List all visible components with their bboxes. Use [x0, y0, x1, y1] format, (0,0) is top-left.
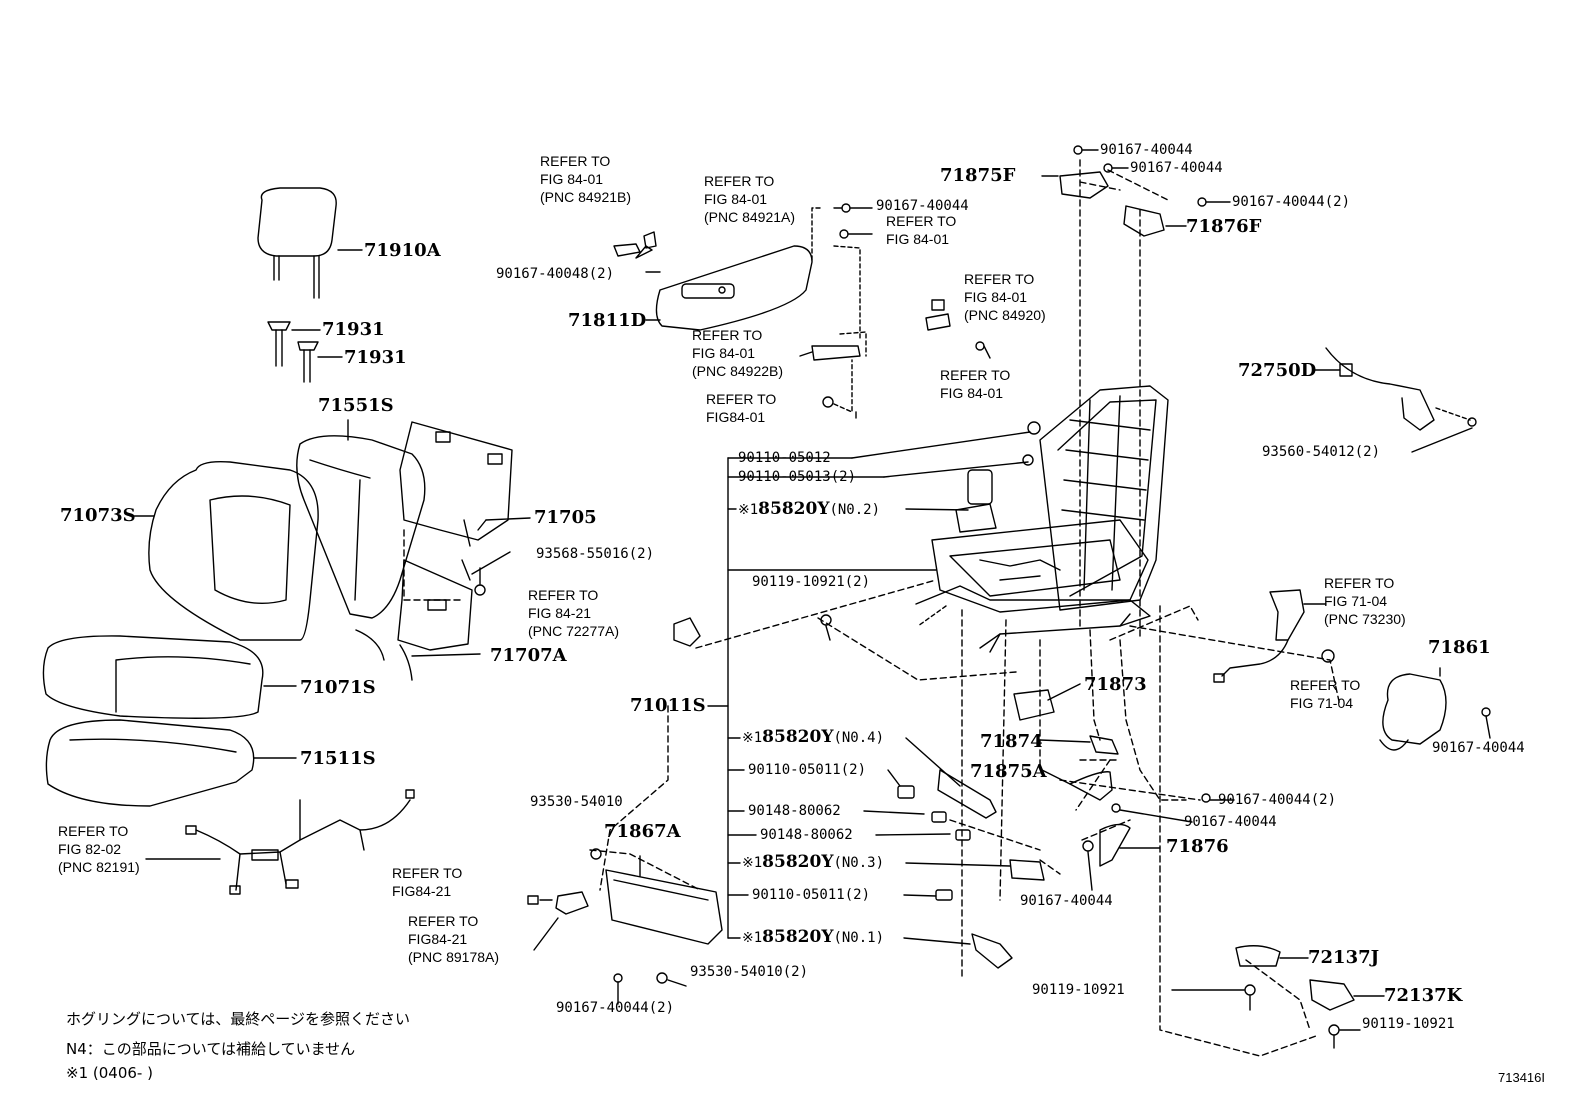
part-label-71910A: 71910A: [364, 240, 441, 261]
part-label-71511S: 71511S: [300, 748, 376, 769]
motor-callout-no2: ※185820Y(N0.2): [738, 499, 881, 519]
frame-motor-drawing: [955, 421, 1041, 533]
callout-90167-40044: 90167-40044: [1020, 893, 1113, 909]
callout-90167-40044: 90167-40044: [1184, 814, 1277, 830]
side-shield-drawing: [655, 245, 813, 331]
callout-90119-10921: 90119-10921: [1362, 1016, 1455, 1032]
part-label-72137K: 72137K: [1384, 985, 1463, 1006]
callout-90167-40044-2: 90167-40044(2): [556, 1000, 675, 1016]
callout-90119-10921-2: 90119-10921(2): [752, 574, 871, 590]
adjuster-motors-drawing: [897, 769, 1045, 969]
part-label-71874: 71874: [980, 731, 1043, 752]
callout-90110-05011-2: 90110-05011(2): [748, 762, 867, 778]
part-label-71705: 71705: [534, 507, 597, 528]
callout-90110-05012: 90110-05012: [738, 450, 831, 466]
callout-90167-40044: 90167-40044: [1432, 740, 1525, 756]
part-label-71873: 71873: [1084, 674, 1147, 695]
motor-callout-no3: ※185820Y(N0.3): [742, 852, 885, 872]
back-board-drawing: [355, 559, 481, 681]
seatback-board-drawing: [399, 421, 531, 547]
right-parts-drawing: [1013, 145, 1491, 1049]
part-label-71876: 71876: [1166, 836, 1229, 857]
trim-cover-drawing: [527, 614, 832, 1005]
callout-90119-10921: 90119-10921: [1032, 982, 1125, 998]
part-label-71876F: 71876F: [1186, 216, 1262, 237]
part-label-72750D: 72750D: [1238, 360, 1317, 381]
callout-93568-55016-2: 93568-55016(2): [536, 546, 655, 562]
figure-id: 713416I: [1498, 1070, 1545, 1085]
callout-90167-40044-2: 90167-40044(2): [1218, 792, 1337, 808]
part-label-71875F: 71875F: [940, 165, 1016, 186]
part-label-71867A: 71867A: [604, 821, 681, 842]
part-label-71011S: 71011S: [630, 695, 706, 716]
callout-90110-05013-2: 90110-05013(2): [738, 469, 857, 485]
seatback-pad-drawing: [296, 419, 426, 619]
part-label-72137J: 72137J: [1308, 947, 1380, 968]
callout-90167-40044: 90167-40044: [1130, 160, 1223, 176]
callout-93560-54012-2: 93560-54012(2): [1262, 444, 1381, 460]
callout-90167-40044-2: 90167-40044(2): [1232, 194, 1351, 210]
footnote-n4: N4：この部品については補給していません: [66, 1040, 356, 1058]
part-label-71811D: 71811D: [568, 310, 647, 331]
cushion-cover-drawing: [42, 635, 297, 719]
headrest-supports: [267, 321, 319, 383]
motor-callout-no4: ※185820Y(N0.4): [742, 727, 885, 747]
callout-93530-54010-2: 93530-54010(2): [690, 964, 809, 980]
footnote-hog-ring: ホグリングについては、最終ページを参照ください: [66, 1010, 410, 1028]
callout-90167-40048-2: 90167-40048(2): [496, 266, 615, 282]
part-label-71551S: 71551S: [318, 395, 394, 416]
seatback-cover-drawing: [129, 460, 319, 641]
part-label-71861: 71861: [1428, 637, 1491, 658]
part-label-71931-upper: 71931: [322, 319, 385, 340]
dashed-guides: [403, 159, 1341, 1057]
wire-harness-drawing: [145, 789, 415, 895]
headrest-drawing: [257, 187, 337, 299]
part-label-71707A: 71707A: [490, 645, 567, 666]
footnote-date-range: ※1 (0406- ): [66, 1064, 153, 1082]
part-label-71073S: 71073S: [60, 505, 136, 526]
callout-93530-54010: 93530-54010: [530, 794, 623, 810]
part-label-71931-lower: 71931: [344, 347, 407, 368]
part-label-71875A: 71875A: [970, 761, 1047, 782]
motor-callout-no1: ※185820Y(N0.1): [742, 927, 885, 947]
cushion-pad-drawing: [45, 719, 297, 807]
callout-90110-05011-2: 90110-05011(2): [752, 887, 871, 903]
callout-90167-40044: 90167-40044: [1100, 142, 1193, 158]
callout-90167-40044: 90167-40044: [876, 198, 969, 214]
callout-90148-80062: 90148-80062: [748, 803, 841, 819]
callout-90148-80062: 90148-80062: [760, 827, 853, 843]
seat-frame-drawing: [915, 385, 1169, 653]
part-label-71071S: 71071S: [300, 677, 376, 698]
